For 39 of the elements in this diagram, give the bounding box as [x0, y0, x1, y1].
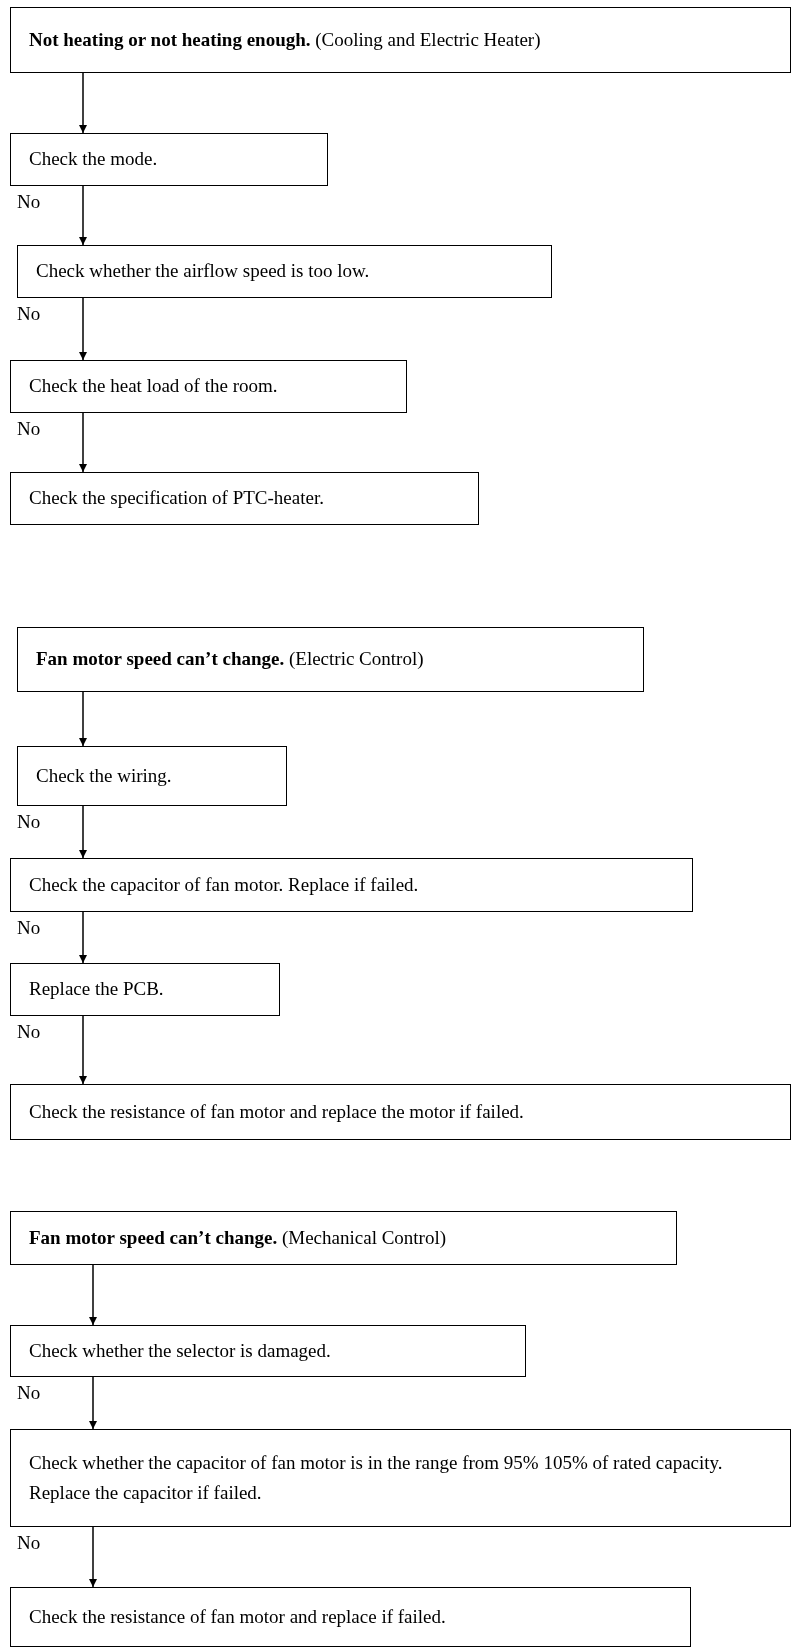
step-text: Check whether the capacitor of fan motor is in the range from 95% 105% of rated capacity. Replace the capacitor if failed. — [29, 1450, 724, 1505]
step-text: Fan motor speed can’t change. (Mechanical Control) — [29, 1225, 447, 1250]
process-box — [10, 1211, 677, 1265]
step-text: Check the mode. — [29, 147, 158, 172]
step-text: Check whether the airflow speed is too low. — [36, 259, 370, 284]
process-box — [10, 133, 328, 186]
step-text: Fan motor speed can’t change. (Electric Control) — [36, 647, 424, 672]
step-text: Check whether the selector is damaged. — [29, 1338, 331, 1363]
step-text: Replace the PCB. — [29, 977, 164, 1002]
arrow — [89, 1526, 97, 1588]
process-box — [10, 1429, 791, 1527]
step-text: Check the heat load of the room. — [29, 374, 278, 399]
process-box — [10, 1587, 691, 1647]
process-box — [10, 963, 280, 1016]
arrow — [79, 297, 87, 361]
arrow — [79, 805, 87, 859]
arrow — [79, 911, 87, 964]
step-text: Check the resistance of fan motor and replace the motor if failed. — [29, 1099, 524, 1124]
process-box — [10, 472, 479, 525]
step-text: Check the specification of PTC-heater. — [29, 486, 324, 511]
arrow — [79, 1015, 87, 1085]
process-box — [10, 360, 407, 413]
arrow — [79, 72, 87, 134]
process-box — [17, 245, 552, 298]
step-text: Check the wiring. — [36, 763, 172, 788]
step-text: Check the capacitor of fan motor. Replace if failed. — [29, 872, 419, 897]
process-box — [10, 7, 791, 73]
process-box — [10, 1084, 791, 1140]
arrow — [79, 412, 87, 473]
process-box — [17, 746, 287, 806]
arrow — [79, 185, 87, 246]
process-box — [10, 1325, 526, 1377]
step-text: Not heating or not heating enough. (Cooling and Electric Heater) — [29, 27, 541, 52]
process-box — [10, 858, 693, 912]
arrow — [79, 691, 87, 747]
process-box — [17, 627, 644, 692]
arrow — [89, 1376, 97, 1430]
arrow — [89, 1264, 97, 1326]
step-text: Check the resistance of fan motor and replace if failed. — [29, 1604, 446, 1629]
